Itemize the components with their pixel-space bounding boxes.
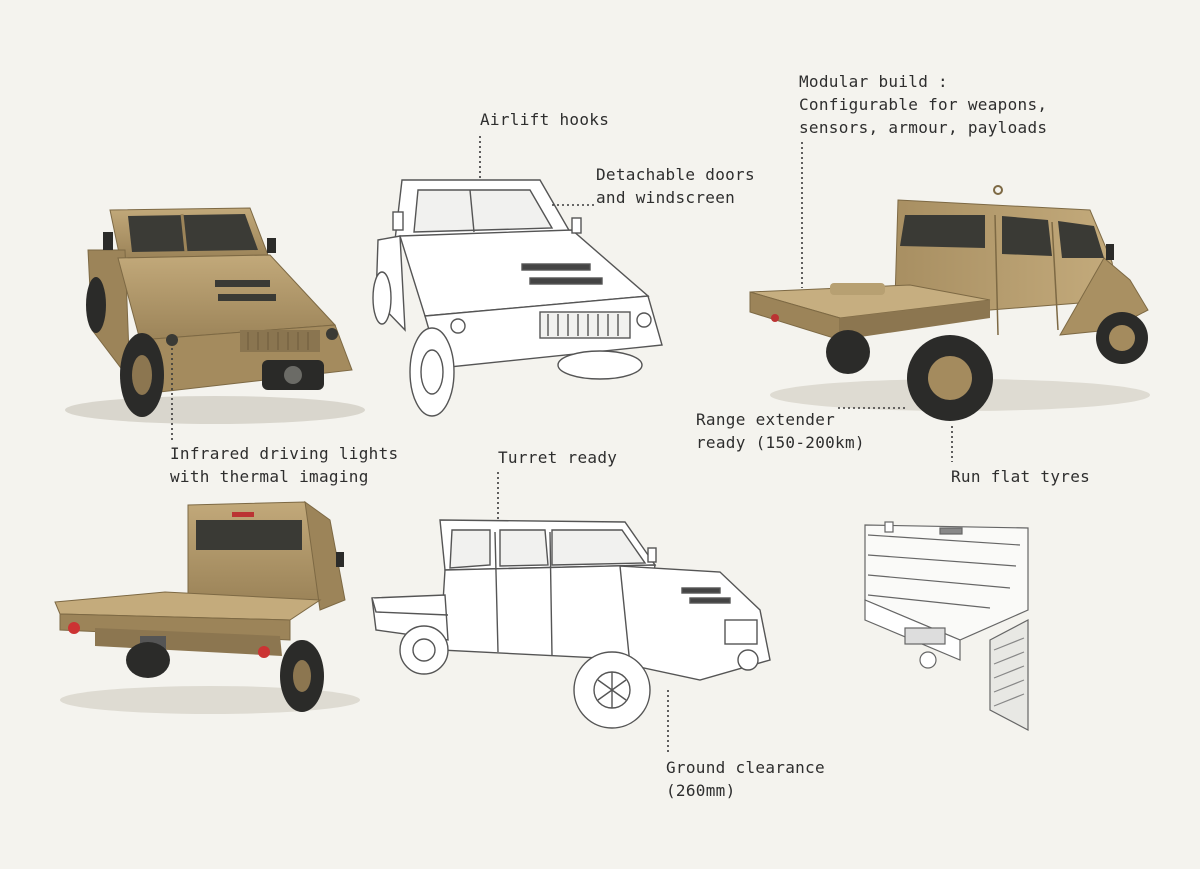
tan-vehicle-flatbed-rear-render <box>54 500 360 714</box>
callout-ground-clearance-line2: (260mm) <box>666 781 736 800</box>
sketch-vehicle-front <box>372 179 663 417</box>
callout-range-extender: Range extender ready (150-200km) <box>696 408 865 454</box>
tan-vehicle-flatbed-side-render <box>749 185 1150 421</box>
callout-range-extender-line1: Range extender <box>696 410 836 429</box>
callout-run-flat-tyres: Run flat tyres <box>951 465 1090 488</box>
callout-modular-build-line3: sensors, armour, payloads <box>799 118 1048 137</box>
callout-ground-clearance-line1: Ground clearance <box>666 758 825 777</box>
callout-airlift-hooks-text: Airlift hooks <box>480 110 610 129</box>
tan-vehicle-front-render <box>65 207 365 424</box>
callout-range-extender-line2: ready (150-200km) <box>696 433 865 452</box>
callout-modular-build-line2: Configurable for weapons, <box>799 95 1048 114</box>
callout-airlift-hooks: Airlift hooks <box>480 108 609 131</box>
callout-turret-ready-text: Turret ready <box>498 448 618 467</box>
callout-detachable-doors: Detachable doors and windscreen <box>596 163 755 209</box>
callout-infrared-lights-line1: Infrared driving lights <box>170 444 399 463</box>
callout-modular-build-line1: Modular build : <box>799 72 948 91</box>
callout-ground-clearance: Ground clearance (260mm) <box>666 756 825 802</box>
sketch-vehicle-side-flatbed <box>371 519 771 729</box>
callout-turret-ready: Turret ready <box>498 446 617 469</box>
callout-run-flat-tyres-text: Run flat tyres <box>951 467 1091 486</box>
sketch-tray-tailgate-detail <box>864 521 1029 731</box>
leader-lines <box>171 136 953 752</box>
callout-infrared-lights: Infrared driving lights with thermal ima… <box>170 442 398 488</box>
callout-detachable-doors-line2: and windscreen <box>596 188 736 207</box>
callout-detachable-doors-line1: Detachable doors <box>596 165 755 184</box>
callout-modular-build: Modular build : Configurable for weapons… <box>799 70 1047 139</box>
callout-infrared-lights-line2: with thermal imaging <box>170 467 369 486</box>
